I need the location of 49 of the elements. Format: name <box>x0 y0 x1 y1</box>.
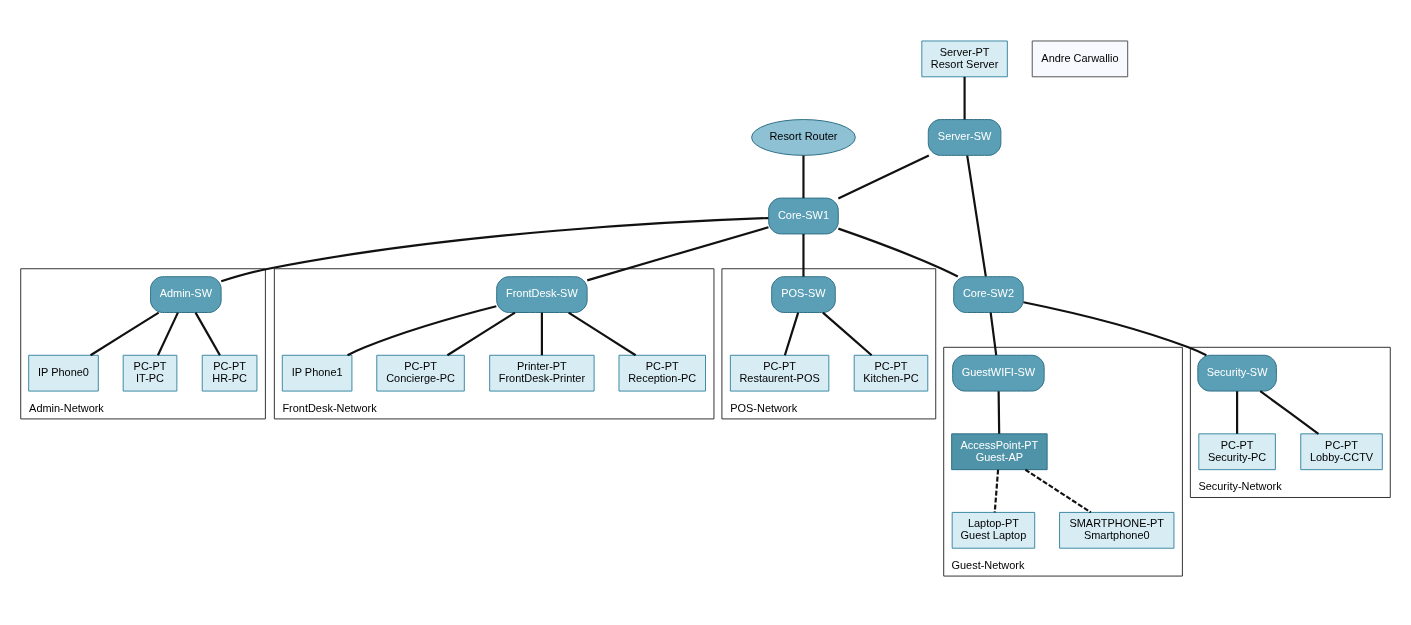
node-box: Server-SW <box>927 119 1002 156</box>
connector <box>993 469 1000 513</box>
node-box: PC-PT HR-PC <box>201 354 258 392</box>
connector <box>1236 391 1239 434</box>
node-box: Printer-PT FrontDesk-Printer <box>489 354 595 392</box>
node-box: GuestWIFI-SW <box>952 354 1045 392</box>
node-box: Laptop-PT Guest Laptop <box>951 511 1036 549</box>
node-box: AccessPoint-PT Guest-AP <box>951 433 1048 471</box>
connector <box>837 154 930 200</box>
connector <box>347 305 497 357</box>
node-box: POS-SW <box>771 276 836 313</box>
node-box: IP Phone0 <box>28 354 99 392</box>
node-box: PC-PT Restaurent-POS <box>729 354 830 392</box>
connector <box>802 234 805 277</box>
node-box: PC-PT Security-PC <box>1198 433 1276 471</box>
node-box: PC-PT IT-PC <box>122 354 178 392</box>
connector <box>586 226 769 282</box>
connector <box>194 312 221 356</box>
connector <box>90 311 160 357</box>
node-box: Security-SW <box>1197 354 1277 392</box>
connector <box>568 311 637 357</box>
node-box: Core-SW1 <box>768 197 839 235</box>
connector <box>540 312 543 356</box>
connector <box>963 76 966 120</box>
connector <box>997 391 1001 434</box>
connector <box>1259 390 1320 435</box>
connector <box>1024 468 1092 514</box>
label: Andre Carwallio <box>1041 51 1119 64</box>
connector <box>802 155 805 199</box>
node-box: PC-PT Concierge-PC <box>376 354 465 392</box>
connector <box>989 312 998 356</box>
connector <box>156 312 179 356</box>
connector <box>783 312 800 356</box>
node-ellipse: Resort Router <box>751 119 856 156</box>
connector <box>838 227 959 278</box>
node-box: Admin-SW <box>150 276 222 313</box>
node-box: FrontDesk-SW <box>496 276 588 313</box>
connector <box>446 311 516 357</box>
node-box: Server-PT Resort Server <box>921 40 1008 78</box>
node-box: PC-PT Reception-PC <box>618 354 706 392</box>
connector <box>966 155 987 277</box>
connector <box>1023 301 1207 357</box>
node-box: IP Phone1 <box>281 354 353 392</box>
connector <box>822 311 873 357</box>
node-box: PC-PT Kitchen-PC <box>853 354 929 392</box>
node-box: SMARTPHONE-PT Smartphone0 <box>1059 511 1175 549</box>
node-box: PC-PT Lobby-CCTV <box>1300 433 1383 471</box>
connector <box>220 216 769 283</box>
node-box: Core-SW2 <box>953 276 1024 313</box>
